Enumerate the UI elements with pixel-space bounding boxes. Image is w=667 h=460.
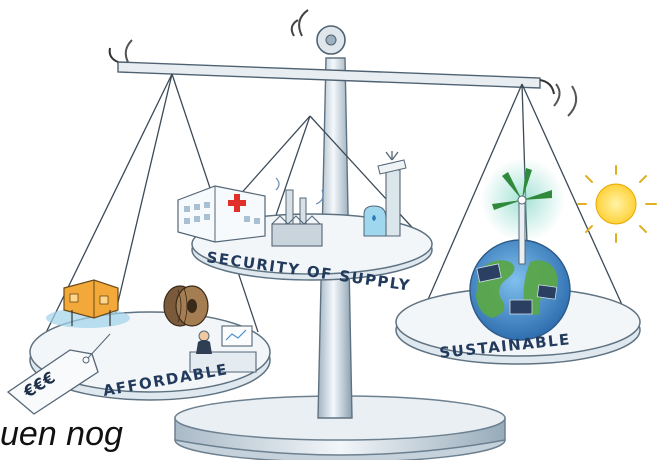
- globe-icon: [469, 239, 571, 341]
- water-tower-icon: [363, 151, 407, 237]
- hospital-icon: [177, 185, 266, 243]
- pan-sustainable: SUSTAINABLE: [395, 158, 641, 365]
- cable-reel-icon: [163, 285, 209, 327]
- platform-box-icon: [46, 279, 130, 328]
- pan-security-of-supply: SECURITY OF SUPPLY: [177, 151, 433, 295]
- slide-caption-fragment: uen nog: [0, 415, 123, 453]
- price-tag-icon: €€€: [6, 333, 111, 415]
- wind-turbine-icon: [492, 168, 552, 265]
- scale-beam: [108, 9, 578, 117]
- sun-icon: [577, 165, 657, 243]
- factory-icon: [271, 177, 324, 247]
- pan-affordable: €€€ AFFORDABLE: [6, 279, 271, 415]
- desk-worker-icon: [189, 325, 257, 373]
